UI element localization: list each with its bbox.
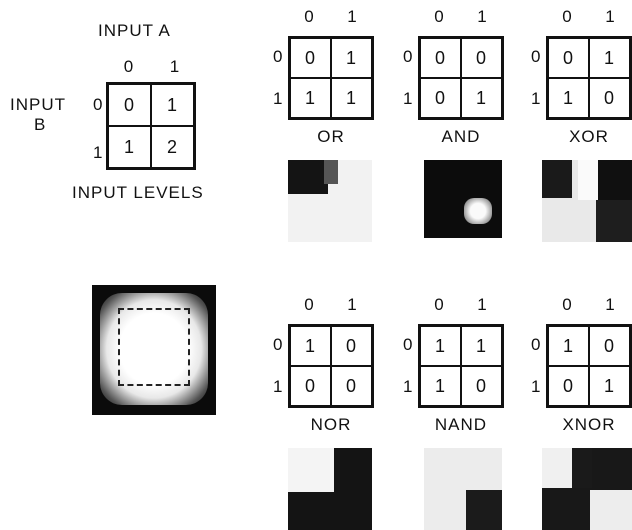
or-row-header-0: 0 — [273, 48, 283, 65]
nor-table-cell: 0 — [331, 326, 372, 366]
nand-row-header-0: 0 — [403, 336, 413, 353]
and-gate-label: AND — [406, 128, 516, 145]
or-gate-label: OR — [276, 128, 386, 145]
xnor-table-cell: 0 — [548, 366, 589, 406]
input-a-label: INPUT A — [98, 22, 171, 39]
xnor-col-header-1: 1 — [589, 296, 632, 313]
nor-gate-label: NOR — [276, 416, 386, 433]
nand-output-photo — [424, 448, 502, 530]
and-col-header-1: 1 — [461, 8, 504, 25]
input-b-label: INPUT — [10, 96, 66, 113]
xor-table-cell: 0 — [589, 78, 630, 118]
and-col-header-0: 0 — [418, 8, 461, 25]
input-b-label-line2: B — [34, 116, 46, 133]
xnor-row-header-0: 0 — [531, 336, 541, 353]
nand-gate-label: NAND — [406, 416, 516, 433]
and-table-cell: 1 — [461, 78, 502, 118]
nor-row-header-1: 1 — [273, 378, 283, 395]
legend-cell: 1 — [151, 84, 194, 126]
or-output-photo — [288, 160, 372, 242]
nand-row-header-1: 1 — [403, 378, 413, 395]
and-table-cell: 0 — [420, 38, 461, 78]
xor-output-photo — [542, 160, 632, 242]
xor-table-cell: 0 — [548, 38, 589, 78]
xnor-table-cell: 1 — [548, 326, 589, 366]
or-table-cell: 1 — [290, 78, 331, 118]
nor-table-cell: 0 — [331, 366, 372, 406]
xor-row-header-0: 0 — [531, 48, 541, 65]
legend-col-header-1: 1 — [160, 58, 190, 75]
input-levels-caption: INPUT LEVELS — [72, 184, 204, 201]
dashed-region — [118, 308, 190, 386]
xor-row-header-1: 1 — [531, 90, 541, 107]
legend-cell: 0 — [108, 84, 151, 126]
and-row-header-0: 0 — [403, 48, 413, 65]
input-intensity-photo — [92, 285, 216, 415]
xnor-table-cell: 1 — [589, 366, 630, 406]
and-table-cell: 0 — [461, 38, 502, 78]
nand-table-cell: 0 — [461, 366, 502, 406]
nand-col-header-0: 0 — [418, 296, 461, 313]
nand-table-cell: 1 — [461, 326, 502, 366]
or-col-header-0: 0 — [288, 8, 331, 25]
or-table-cell: 1 — [331, 78, 372, 118]
nand-table-cell: 1 — [420, 366, 461, 406]
or-col-header-1: 1 — [331, 8, 374, 25]
legend-col-header-0: 0 — [114, 58, 144, 75]
or-row-header-1: 1 — [273, 90, 283, 107]
nor-col-header-1: 1 — [331, 296, 374, 313]
or-table-cell: 1 — [331, 38, 372, 78]
nor-output-photo — [288, 448, 372, 530]
xnor-row-header-1: 1 — [531, 378, 541, 395]
xor-table-cell: 1 — [548, 78, 589, 118]
xor-table-cell: 1 — [589, 38, 630, 78]
xnor-col-header-0: 0 — [546, 296, 589, 313]
xor-col-header-1: 1 — [589, 8, 632, 25]
and-row-header-1: 1 — [403, 90, 413, 107]
nor-col-header-0: 0 — [288, 296, 331, 313]
legend-truth-table: 0 1 1 2 — [106, 82, 196, 170]
or-table-cell: 0 — [290, 38, 331, 78]
xnor-gate-label: XNOR — [534, 416, 632, 433]
nor-row-header-0: 0 — [273, 336, 283, 353]
legend-cell: 1 — [108, 126, 151, 168]
and-output-photo — [424, 160, 502, 238]
xor-gate-label: XOR — [534, 128, 632, 145]
legend-row-header-1: 1 — [93, 144, 103, 161]
xnor-output-photo — [542, 448, 632, 530]
legend-cell: 2 — [151, 126, 194, 168]
nand-table-cell: 1 — [420, 326, 461, 366]
xor-col-header-0: 0 — [546, 8, 589, 25]
nor-table-cell: 1 — [290, 326, 331, 366]
xnor-table-cell: 0 — [589, 326, 630, 366]
nand-col-header-1: 1 — [461, 296, 504, 313]
legend-row-header-0: 0 — [93, 96, 103, 113]
nor-table-cell: 0 — [290, 366, 331, 406]
and-table-cell: 0 — [420, 78, 461, 118]
